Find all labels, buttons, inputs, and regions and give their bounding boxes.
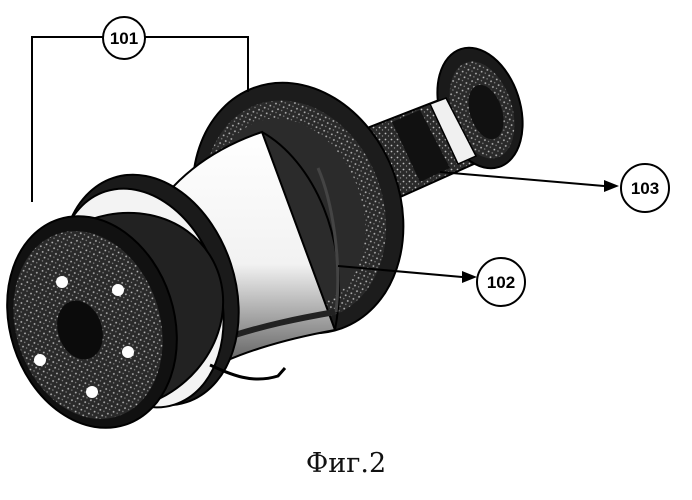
bolt-hole-icon bbox=[112, 284, 124, 296]
arrowhead-102 bbox=[462, 271, 477, 283]
svg-text:102: 102 bbox=[487, 273, 515, 292]
callout-101: 101 bbox=[103, 17, 145, 59]
arrowhead-103 bbox=[604, 180, 619, 192]
svg-text:101: 101 bbox=[110, 29, 138, 48]
figure-caption: Фиг.2 bbox=[0, 448, 692, 479]
callout-103: 103 bbox=[621, 164, 669, 212]
bolt-hole-icon bbox=[56, 276, 68, 288]
bolt-hole-icon bbox=[86, 386, 98, 398]
svg-text:103: 103 bbox=[631, 179, 659, 198]
leader-103 bbox=[440, 172, 604, 186]
bolt-hole-icon bbox=[122, 346, 134, 358]
bolt-hole-icon bbox=[34, 354, 46, 366]
callout-102: 102 bbox=[477, 258, 525, 306]
